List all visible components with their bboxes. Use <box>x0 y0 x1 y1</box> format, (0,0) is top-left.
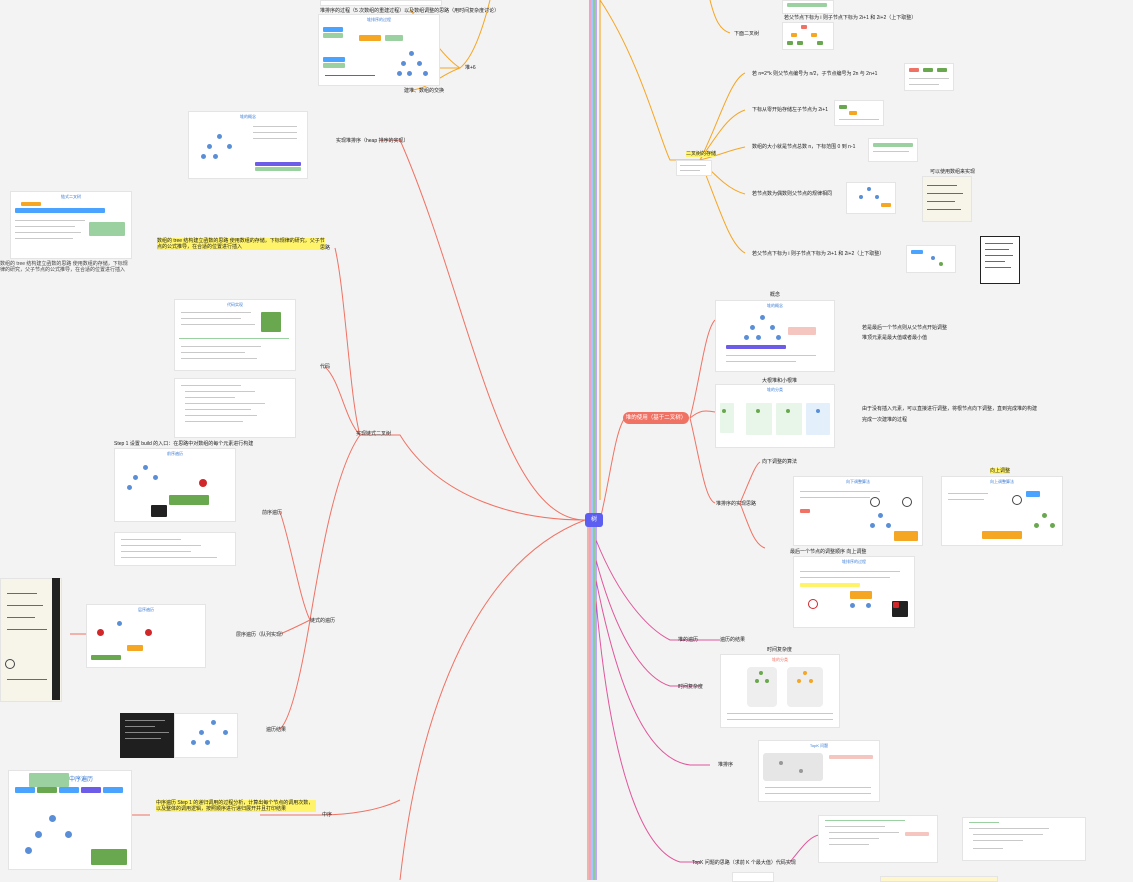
node-lower-binary[interactable]: 下面二叉树 <box>734 31 760 37</box>
node-heap-adjust-desc[interactable]: 由于没有插入元素，可以直接进行调整，将根节点向下调整，直到完成堆的构建 <box>862 406 1038 412</box>
card-storage-1 <box>904 63 954 91</box>
node-adjust-down-algo[interactable]: 向下调整的算法 <box>762 459 798 465</box>
card-topk-code-1 <box>818 815 938 863</box>
node-inorder[interactable]: 中序 <box>322 812 333 818</box>
card-title: 前序遍历 <box>167 451 183 456</box>
card-title: 堆排序的过程 <box>842 559 866 564</box>
card-terminal <box>120 713 176 758</box>
node-topk[interactable]: TopK 问题的思路（求前 K 个最大值）代码实现 <box>692 860 796 866</box>
card-levelorder: 层序遍历 <box>86 604 206 668</box>
card-adjust-down: 向下调整算法 <box>793 476 923 546</box>
node-array-impl: 可以使用数组来实现 <box>930 169 976 175</box>
card-title: 向下调整算法 <box>846 479 870 484</box>
card-storage-mini <box>676 160 712 176</box>
node-build-swap[interactable]: 建堆、数组的交换 <box>404 88 445 94</box>
card-heapsort: 堆排序的过程 <box>318 14 440 86</box>
node-traversal[interactable]: 链式的遍历 <box>310 618 336 624</box>
card-heap-impl: 堆的概念 <box>188 111 308 179</box>
node-levelorder[interactable]: 层序遍历（队列实现） <box>236 632 287 638</box>
node-last-adjust[interactable]: 最后一个节点的调整顺序 向上调整 <box>790 549 867 555</box>
card-binary-top-1 <box>782 0 834 14</box>
card-inorder: 中序遍历 <box>8 770 132 870</box>
node-heap-traverse[interactable]: 堆的遍历 <box>678 637 699 643</box>
photo-edge <box>52 578 60 700</box>
card-complexity: 堆的分类 <box>720 654 840 728</box>
card-storage-4 <box>846 182 896 214</box>
card-storage-3 <box>868 138 918 162</box>
node-heap-last[interactable]: 若是最后一个节点则从父节点开始调整 <box>862 325 948 331</box>
card-title: 堆的概念 <box>240 114 256 119</box>
node-complexity[interactable]: 时间复杂度 <box>678 684 704 690</box>
card-title: 层序遍历 <box>138 607 154 612</box>
node-traverse-result[interactable]: 遍历结果 <box>266 727 287 733</box>
node-heapsort-process[interactable]: 堆排序的过程（5 次数组的重建过程）以及数组调整的思路（用时间复杂度讨论） <box>320 8 500 14</box>
card-binary-top-2 <box>782 22 834 50</box>
node-storage-rule-4[interactable]: 若节点数为偶数则父节点的规律相同 <box>752 191 833 197</box>
node-heap-kinds[interactable]: 大根堆和小根堆 <box>762 378 798 384</box>
node-heapsort-idea[interactable]: 堆排序的实现思路 <box>716 501 757 507</box>
card-title: 堆排序的过程 <box>367 17 391 22</box>
node-heap-plus[interactable]: 堆+6 <box>465 65 476 71</box>
node-storage-rule-5[interactable]: 若父节点下标为 i 则子节点下标为 2i+1 和 2i+2（上下取整） <box>752 251 885 257</box>
card-code-1: 代码实现 <box>174 299 296 371</box>
node-traverse-outcome[interactable]: 遍历的结果 <box>720 637 746 643</box>
card-bottom-1 <box>732 872 774 882</box>
node-inorder-desc[interactable]: 中序遍历 Step 1 的递归调用的过程分析，计算出每个节点的调用次数，以及整体… <box>156 800 316 812</box>
card-title: 中序遍历 <box>69 777 94 783</box>
node-tree-struct-desc[interactable]: 数组的 tree 结构建立函数的思路 使用数组的存储，下标规律的研究，父子节点的… <box>157 238 325 250</box>
node-storage-rule-3[interactable]: 数组的大小就是节点总数 n，下标范围 0 到 n-1 <box>752 144 856 150</box>
card-title: 堆的分类 <box>767 387 783 392</box>
card-tree-struct: 链式二叉树 <box>10 191 132 259</box>
card-result-tree <box>174 713 238 758</box>
card-handwritten-notes <box>0 578 62 702</box>
card-bottom-2 <box>880 876 998 882</box>
node-storage-rule-2[interactable]: 下标从零开始存储左子节点为 2i+1 <box>752 107 828 113</box>
card-title: 堆的概念 <box>767 303 783 308</box>
card-heapsort-top <box>320 0 442 6</box>
card-title: 堆的分类 <box>772 657 788 662</box>
card-code-2 <box>174 378 296 438</box>
node-binary-storage[interactable]: 二叉树的存储 <box>686 151 717 157</box>
card-title: 链式二叉树 <box>61 194 81 199</box>
root-node[interactable]: 树 <box>585 513 603 527</box>
node-heapsort[interactable]: 堆排序 <box>718 762 734 768</box>
heap-branch-node[interactable]: 堆的使用（基于二叉树） <box>623 412 689 424</box>
node-linked-tree[interactable]: 实现链式二叉树 <box>356 431 392 437</box>
node-storage-rule-1[interactable]: 若 n=2^k 则父节点编号为 n/2，子节点编号为 2n 与 2n+1 <box>752 71 878 77</box>
card-storage-2 <box>834 100 884 126</box>
node-heap-impl[interactable]: 实现堆排序（heap 排序的实现） <box>336 138 409 144</box>
card-topk: TopK 问题 <box>758 740 880 802</box>
card-title: 向上调整算法 <box>990 479 1014 484</box>
card-title: 代码实现 <box>227 302 243 307</box>
node-code[interactable]: 代码 <box>320 364 331 370</box>
card-title: TopK 问题 <box>809 743 829 748</box>
node-heap-top[interactable]: 堆顶元素是最大值或者最小值 <box>862 335 928 341</box>
node-step1: Step 1 设置 build 的入口：在思路中对数组的每个元素进行构建 <box>114 441 254 447</box>
node-left-note: 数组的 tree 结构建立函数的思路 使用数组的存储，下标规律的研究，父子节点的… <box>0 261 128 273</box>
node-preorder[interactable]: 前序遍历 <box>262 510 283 516</box>
node-idea[interactable]: 思路 <box>320 245 331 251</box>
card-topk-code-2 <box>962 817 1086 861</box>
card-storage-5 <box>906 245 956 273</box>
card-heap-concept: 堆的概念 <box>715 300 835 372</box>
node-concept[interactable]: 概念 <box>770 292 781 298</box>
node-complexity-caption: 时间复杂度 <box>767 647 793 653</box>
node-build-once[interactable]: 完成一次建堆的过程 <box>862 417 908 423</box>
card-heapsort-impl: 堆排序的过程 <box>793 556 915 628</box>
card-preorder: 前序遍历 <box>114 448 236 522</box>
node-binary-tree-caption: 若父节点下标为 i 则子节点下标为 2i+1 和 2i+2（上下取整） <box>784 15 917 21</box>
card-adjust-up: 向上调整算法 <box>941 476 1063 546</box>
card-storage-photo <box>980 236 1020 284</box>
card-array-photo <box>922 176 972 222</box>
card-heap-kinds: 堆的分类 <box>715 384 835 448</box>
card-preorder-code <box>114 532 236 566</box>
node-adjust-up[interactable]: 向上调整 <box>990 468 1011 474</box>
